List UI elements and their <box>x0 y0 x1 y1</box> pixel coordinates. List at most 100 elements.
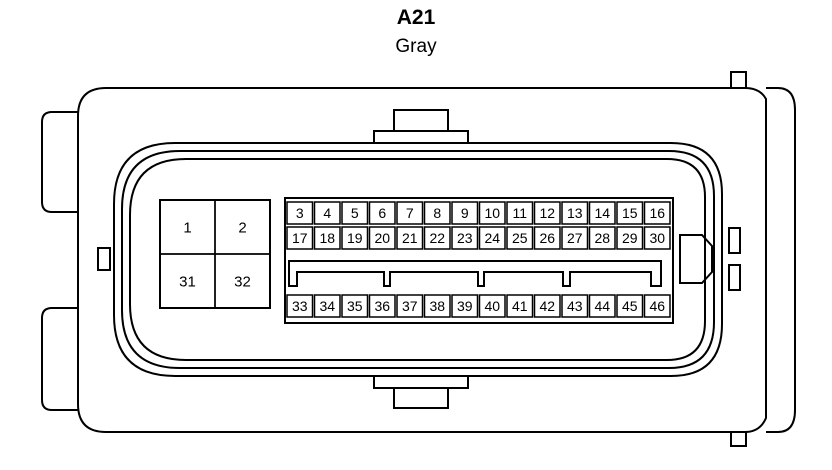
terminal-20-cell <box>368 226 396 250</box>
terminal-28-label: 28 <box>594 230 610 246</box>
terminal-38-cell <box>423 294 451 318</box>
connector-id: A21 <box>396 6 436 29</box>
terminal-33-cell <box>286 294 314 318</box>
terminal-43-cell <box>561 294 589 318</box>
terminal-37-label: 37 <box>402 298 418 314</box>
terminal-36-label: 36 <box>374 298 390 314</box>
terminal-35-cell <box>341 294 369 318</box>
terminal-13-label: 13 <box>567 205 583 221</box>
terminal-7-label: 7 <box>406 205 414 221</box>
terminal-26-cell <box>533 226 561 250</box>
terminal-21-label: 21 <box>402 230 418 246</box>
terminal-22-cell <box>423 226 451 250</box>
terminal-15-label: 15 <box>622 205 638 221</box>
terminal-16-label: 16 <box>649 205 665 221</box>
terminal-17-label: 17 <box>292 230 308 246</box>
terminal-24-cell <box>478 226 506 250</box>
top-key <box>393 109 449 132</box>
terminal-31-label: 31 <box>179 273 196 290</box>
terminal-42-label: 42 <box>539 298 555 314</box>
terminal-12-cell <box>533 201 561 225</box>
terminal-39-cell <box>451 294 479 318</box>
terminal-43-label: 43 <box>567 298 583 314</box>
terminal-18-cell <box>313 226 341 250</box>
terminal-30-label: 30 <box>649 230 665 246</box>
terminal-10-label: 10 <box>484 205 500 221</box>
terminal-5-cell <box>341 201 369 225</box>
small-terminal-block <box>284 197 674 324</box>
terminal-46-label: 46 <box>649 298 665 314</box>
terminal-2-label: 2 <box>238 219 246 236</box>
terminal-34-label: 34 <box>319 298 335 314</box>
terminal-11-cell <box>506 201 534 225</box>
terminal-37-cell <box>396 294 424 318</box>
terminal-4-label: 4 <box>323 205 331 221</box>
terminal-3-cell <box>286 201 314 225</box>
right-top-post <box>730 71 747 89</box>
inner-shroud-outer <box>113 142 723 377</box>
terminal-20-label: 20 <box>374 230 390 246</box>
housing-right-cap <box>766 87 796 433</box>
terminal-23-cell <box>451 226 479 250</box>
terminal-44-label: 44 <box>594 298 610 314</box>
terminal-19-label: 19 <box>347 230 363 246</box>
terminal-45-label: 45 <box>622 298 638 314</box>
terminal-6-cell <box>368 201 396 225</box>
terminal-13-cell <box>561 201 589 225</box>
terminal-40-label: 40 <box>484 298 500 314</box>
terminal-44-cell <box>588 294 616 318</box>
terminal-41-cell <box>506 294 534 318</box>
terminal-29-label: 29 <box>622 230 638 246</box>
terminal-3-label: 3 <box>296 205 304 221</box>
terminal-12-label: 12 <box>539 205 555 221</box>
terminal-7-cell <box>396 201 424 225</box>
terminal-42-cell <box>533 294 561 318</box>
terminal-26-label: 26 <box>539 230 555 246</box>
terminal-38-label: 38 <box>429 298 445 314</box>
terminal-29-cell <box>616 226 644 250</box>
terminal-9-label: 9 <box>461 205 469 221</box>
terminal-5-label: 5 <box>351 205 359 221</box>
right-nub-upper <box>728 227 741 254</box>
terminal-41-label: 41 <box>512 298 528 314</box>
right-bottom-post <box>730 431 747 447</box>
bottom-key <box>393 387 449 409</box>
terminal-22-label: 22 <box>429 230 445 246</box>
terminal-6-label: 6 <box>378 205 386 221</box>
terminal-8-cell <box>423 201 451 225</box>
terminal-23-label: 23 <box>457 230 473 246</box>
terminal-11-label: 11 <box>512 205 527 221</box>
terminal-10-cell <box>478 201 506 225</box>
terminal-14-label: 14 <box>594 205 610 221</box>
connector-color: Gray <box>395 36 437 57</box>
terminal-36-cell <box>368 294 396 318</box>
terminal-15-cell <box>616 201 644 225</box>
terminal-17-cell <box>286 226 314 250</box>
terminal-25-label: 25 <box>512 230 528 246</box>
terminal-28-cell <box>588 226 616 250</box>
terminal-30-cell <box>643 226 671 250</box>
terminal-46-cell <box>643 294 671 318</box>
terminal-32-cell <box>214 253 271 309</box>
terminal-24-label: 24 <box>484 230 500 246</box>
keyway-channel <box>288 260 662 287</box>
left-upper-latch <box>41 111 78 213</box>
terminal-25-cell <box>506 226 534 250</box>
terminal-34-cell <box>313 294 341 318</box>
terminal-40-cell <box>478 294 506 318</box>
terminal-21-cell <box>396 226 424 250</box>
left-nub <box>97 247 111 271</box>
inner-shroud-inner <box>129 158 706 361</box>
terminal-1-label: 1 <box>183 219 191 236</box>
inner-shroud-middle <box>121 150 715 369</box>
lock-hexagon <box>679 234 713 284</box>
terminal-9-cell <box>451 201 479 225</box>
terminal-8-label: 8 <box>433 205 441 221</box>
terminal-16-cell <box>643 201 671 225</box>
terminal-27-cell <box>561 226 589 250</box>
terminal-32-label: 32 <box>234 273 251 290</box>
terminal-35-label: 35 <box>347 298 363 314</box>
terminal-18-label: 18 <box>319 230 335 246</box>
terminal-45-cell <box>616 294 644 318</box>
